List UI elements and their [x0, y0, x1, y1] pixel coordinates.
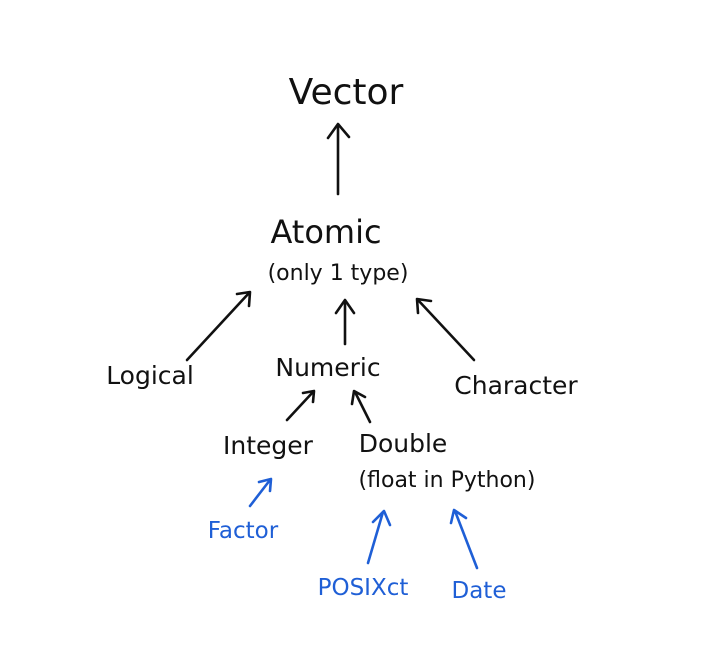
node-double: Double — [359, 429, 448, 458]
node-character: Character — [454, 371, 578, 400]
arrow-factor-to-integer — [248, 477, 273, 508]
arrow-numeric-to-atomic — [334, 298, 356, 346]
node-numeric: Numeric — [275, 353, 380, 382]
node-factor: Factor — [208, 518, 279, 544]
node-atomic-note: (only 1 type) — [268, 261, 409, 286]
arrow-posixct-to-double — [366, 509, 392, 565]
arrow-logical-to-atomic — [185, 290, 252, 362]
node-date: Date — [452, 578, 507, 604]
arrow-date-to-double — [449, 508, 479, 570]
node-double-note: (float in Python) — [359, 468, 536, 493]
node-integer: Integer — [223, 431, 314, 460]
node-posixct: POSIXct — [318, 575, 409, 601]
node-vector: Vector — [289, 72, 404, 113]
arrow-double-to-numeric — [350, 389, 372, 424]
arrow-character-to-atomic — [415, 297, 476, 362]
arrow-atomic-to-vector — [326, 122, 351, 196]
arrow-integer-to-numeric — [285, 389, 316, 422]
node-atomic: Atomic — [270, 213, 381, 251]
node-logical: Logical — [106, 361, 194, 390]
